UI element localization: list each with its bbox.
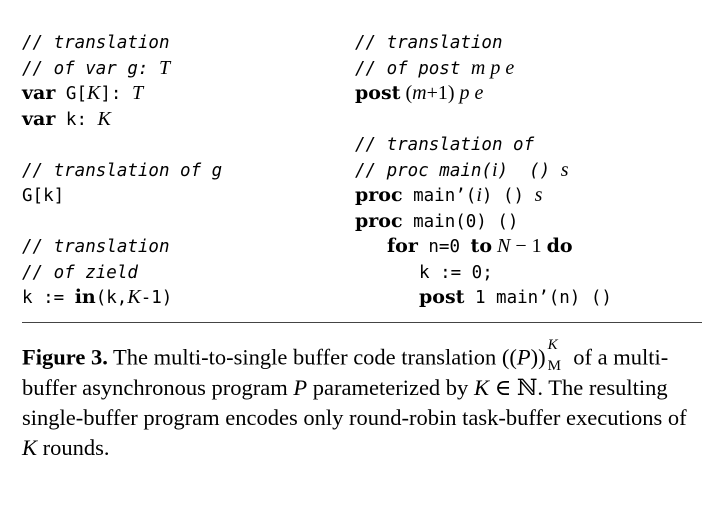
left-code-column: // translation // of var g: T var G[K]: … <box>22 30 222 311</box>
code-line: // translation of <box>355 132 612 158</box>
code-text: n=0 <box>417 237 471 257</box>
math-var: P <box>516 344 531 370</box>
math-var: p e <box>459 82 484 104</box>
code-comment: // of post <box>355 58 471 79</box>
code-block-translation-var: // translation // of var g: T var G[K]: … <box>22 30 222 132</box>
figure-label: Figure 3. <box>22 344 108 370</box>
caption-text: ∈ ℕ. The resulting single-buffer program… <box>22 374 687 430</box>
code-text: 1 main’(n) () <box>464 288 612 308</box>
code-line: for n=0 to N − 1 do <box>355 234 612 260</box>
caption-text: of a multi-buffer asynchronous program <box>22 344 669 400</box>
code-block-translation-zield: // translation // of zield k := in(k,K-1… <box>22 234 222 311</box>
code-line: var G[K]: T <box>22 81 222 107</box>
code-text: G[ <box>55 84 87 104</box>
keyword: post <box>419 286 465 308</box>
figure-divider <box>22 322 702 323</box>
math-var: i <box>476 184 482 206</box>
code-text: k := 0; <box>419 262 493 283</box>
math-var: N <box>492 235 511 257</box>
superscript: K <box>547 337 558 353</box>
code-comment: ) () <box>497 160 561 181</box>
keyword: do <box>546 235 573 257</box>
code-text: G[k] <box>22 186 65 206</box>
caption-text: )) <box>530 344 546 370</box>
code-line: // translation <box>22 30 222 56</box>
code-line: k := 0; <box>355 260 612 286</box>
code-line: proc main’(i) () s <box>355 183 612 209</box>
caption-text: parameterized by <box>307 374 474 400</box>
code-comment: // translation <box>355 33 503 53</box>
code-line: // of var g: T <box>22 56 222 82</box>
code-text: (k, <box>95 288 128 308</box>
code-text: ) () <box>481 186 535 206</box>
keyword: proc <box>355 184 403 206</box>
math-var: K <box>127 286 141 308</box>
code-line: proc main(0) () <box>355 209 612 235</box>
code-line: post (m+1) p e <box>355 81 612 107</box>
keyword: to <box>470 235 492 257</box>
keyword: var <box>22 82 56 104</box>
code-line: // translation of g <box>22 158 222 184</box>
code-block-translation-post: // translation // of post m p e post (m+… <box>355 30 612 107</box>
code-text: − 1 <box>510 235 547 257</box>
math-var: P <box>293 374 308 400</box>
keyword: in <box>74 286 96 308</box>
code-comment: // translation of <box>355 135 535 155</box>
code-comment: // translation of g <box>22 160 223 181</box>
code-line: // translation <box>22 234 222 260</box>
math-var: K <box>97 107 111 130</box>
code-comment: // proc main( <box>355 160 492 181</box>
keyword: var <box>22 107 56 130</box>
code-text: k: <box>55 109 98 130</box>
code-text: +1) <box>426 82 460 104</box>
math-var: K <box>22 434 38 460</box>
code-line: // of zield <box>22 260 222 286</box>
math-var: m <box>412 82 427 104</box>
math-var: m p e <box>470 56 515 79</box>
code-text: main’( <box>402 186 477 206</box>
code-line: k := in(k,K-1) <box>22 285 222 311</box>
code-comment: // of var g: <box>22 58 159 79</box>
right-code-column: // translation // of post m p e post (m+… <box>355 30 612 311</box>
keyword: proc <box>355 209 403 232</box>
figure-caption: Figure 3. The multi-to-single buffer cod… <box>22 337 706 463</box>
code-line: // of post m p e <box>355 56 612 82</box>
code-block-translation-proc: // translation of // proc main(i) () s p… <box>355 132 612 311</box>
caption-text: rounds. <box>37 434 110 460</box>
code-line: G[k] <box>22 183 222 209</box>
code-text: k := <box>22 288 75 308</box>
code-text: ]: <box>100 84 132 104</box>
math-var: K <box>86 82 101 104</box>
code-line: var k: K <box>22 107 222 133</box>
code-comment: // of zield <box>22 262 138 283</box>
keyword: post <box>355 82 401 104</box>
math-var: T <box>131 82 144 104</box>
caption-text: The multi-to-single buffer code translat… <box>107 344 517 370</box>
code-line: // proc main(i) () s <box>355 158 612 184</box>
math-var: T <box>158 56 171 79</box>
code-text: -1) <box>140 288 173 308</box>
code-comment: // translation <box>22 237 170 257</box>
code-line: post 1 main’(n) () <box>355 285 612 311</box>
subscript: M <box>547 358 561 374</box>
code-block-translation-g: // translation of g G[k] <box>22 158 222 209</box>
keyword: for <box>387 235 418 257</box>
math-var: i <box>491 158 498 181</box>
code-text: ( <box>400 82 413 104</box>
code-line: // translation <box>355 30 612 56</box>
math-var: s <box>560 158 569 181</box>
math-var: K <box>473 374 489 400</box>
code-comment: // translation <box>22 33 170 53</box>
math-var: s <box>534 184 543 206</box>
code-text: main(0) () <box>402 211 519 232</box>
